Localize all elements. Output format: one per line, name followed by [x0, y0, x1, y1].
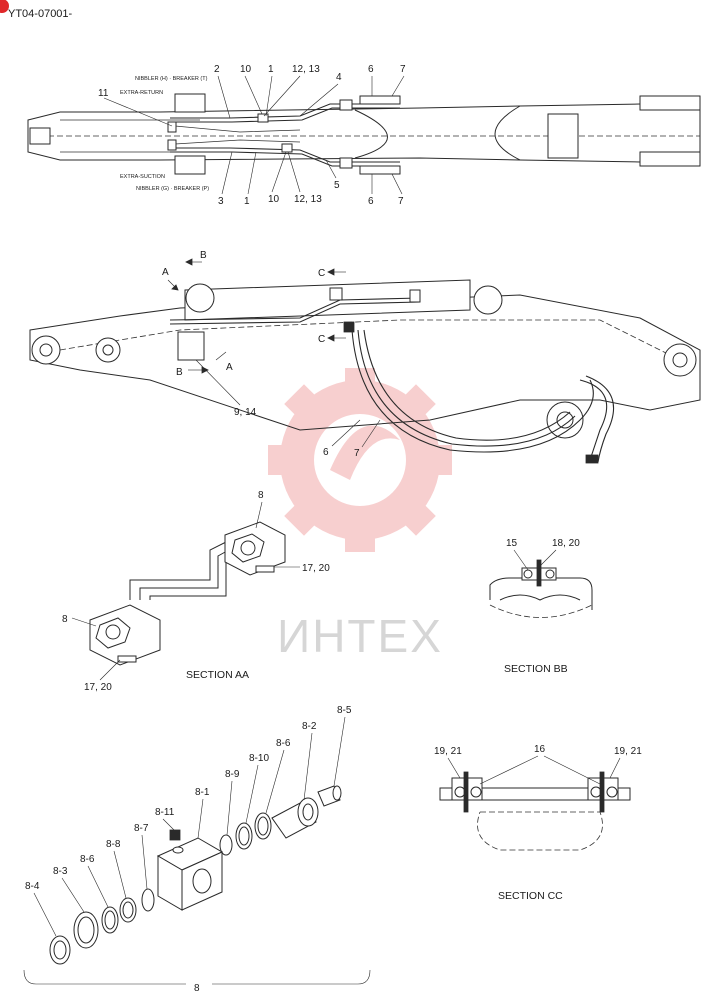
part-8-10: 8-10 — [249, 753, 269, 764]
callout-10-top: 10 — [240, 64, 252, 75]
mark-c-top: C — [318, 268, 325, 279]
part-8-11: 8-11 — [155, 807, 175, 818]
callout-6-side: 6 — [323, 447, 329, 458]
callout-3: 3 — [218, 196, 224, 207]
assembly-bracket — [23, 969, 371, 985]
watermark-gear-icon — [268, 368, 452, 552]
callout-12-13-bottom: 12, 13 — [294, 194, 322, 205]
part-8-5: 8-5 — [337, 705, 352, 716]
part-8-8: 8-8 — [106, 839, 121, 850]
part-8-2: 8-2 — [302, 721, 317, 732]
side-view-boom — [29, 279, 701, 464]
mark-a-top: A — [162, 267, 169, 278]
exploded-view-parts — [49, 785, 342, 965]
mark-b-bottom: B — [176, 367, 183, 378]
callout-17-20-aa-lower: 17, 20 — [84, 682, 112, 693]
top-view-boom — [27, 93, 701, 175]
watermark-text: ИНТЕХ — [277, 610, 443, 662]
callout-11: 11 — [98, 88, 109, 99]
callout-18-20: 18, 20 — [552, 538, 580, 549]
part-8-3: 8-3 — [53, 866, 68, 877]
callout-12-13-top: 12, 13 — [292, 64, 320, 75]
note-extra-suction: EXTRA-SUCTION — [120, 174, 165, 180]
mark-a-bottom: A — [226, 362, 233, 373]
mark-c-bottom: C — [318, 334, 325, 345]
callout-1-top: 1 — [268, 64, 274, 75]
part-8-1: 8-1 — [195, 787, 210, 798]
callout-17-20-aa-upper: 17, 20 — [302, 563, 330, 574]
callout-8-aa-upper: 8 — [258, 490, 264, 501]
callout-8-aa-lower: 8 — [62, 614, 68, 625]
callout-6-bottom: 6 — [368, 196, 374, 207]
callout-1-bottom: 1 — [244, 196, 250, 207]
callout-7-side: 7 — [354, 448, 360, 459]
note-nibbler-lower: NIBBLER (G) · BREAKER (P) — [136, 186, 209, 192]
callout-9-14: 9, 14 — [234, 407, 257, 418]
part-8-7: 8-7 — [134, 823, 149, 834]
part-8-6-lower: 8-6 — [80, 854, 95, 865]
callout-16: 16 — [534, 744, 546, 755]
callout-10-bottom: 10 — [268, 194, 280, 205]
section-cc-drawing — [439, 771, 631, 851]
exploded-leaders — [33, 716, 346, 937]
note-nibbler-upper: NIBBLER (H) · BREAKER (T) — [135, 76, 208, 82]
callout-19-21-left: 19, 21 — [434, 746, 462, 757]
section-bb-title: SECTION BB — [504, 663, 568, 675]
callout-6-top: 6 — [368, 64, 374, 75]
callout-5: 5 — [334, 180, 340, 191]
callout-4: 4 — [336, 72, 342, 83]
section-aa-drawing — [89, 521, 286, 666]
note-extra-return: EXTRA-RETURN — [120, 90, 163, 96]
exploded-callouts: 8-5 8-2 8-6 8-10 8-9 8-1 8-11 8-7 8-8 8-… — [25, 705, 352, 892]
part-8-9: 8-9 — [225, 769, 240, 780]
callout-2: 2 — [214, 64, 220, 75]
callout-15: 15 — [506, 538, 518, 549]
callout-7-top: 7 — [400, 64, 406, 75]
part-8-6-upper: 8-6 — [276, 738, 291, 749]
callout-7-bottom: 7 — [398, 196, 404, 207]
callout-19-21-right: 19, 21 — [614, 746, 642, 757]
section-aa-title: SECTION AA — [186, 669, 249, 681]
section-cc-title: SECTION CC — [498, 890, 563, 902]
mark-b-top: B — [200, 250, 207, 261]
section-bb-drawing — [489, 559, 593, 618]
doc-id: YT04-07001- — [8, 8, 73, 20]
part-8-4: 8-4 — [25, 881, 40, 892]
corner-badge-icon — [0, 0, 9, 13]
section-marks: A B C C B A — [162, 250, 346, 378]
assembly-label: 8 — [194, 983, 200, 994]
top-view-leaders — [103, 75, 405, 195]
top-view-callouts: 11 2 10 1 12, 13 4 6 7 3 1 10 12, 13 5 6… — [98, 64, 406, 207]
